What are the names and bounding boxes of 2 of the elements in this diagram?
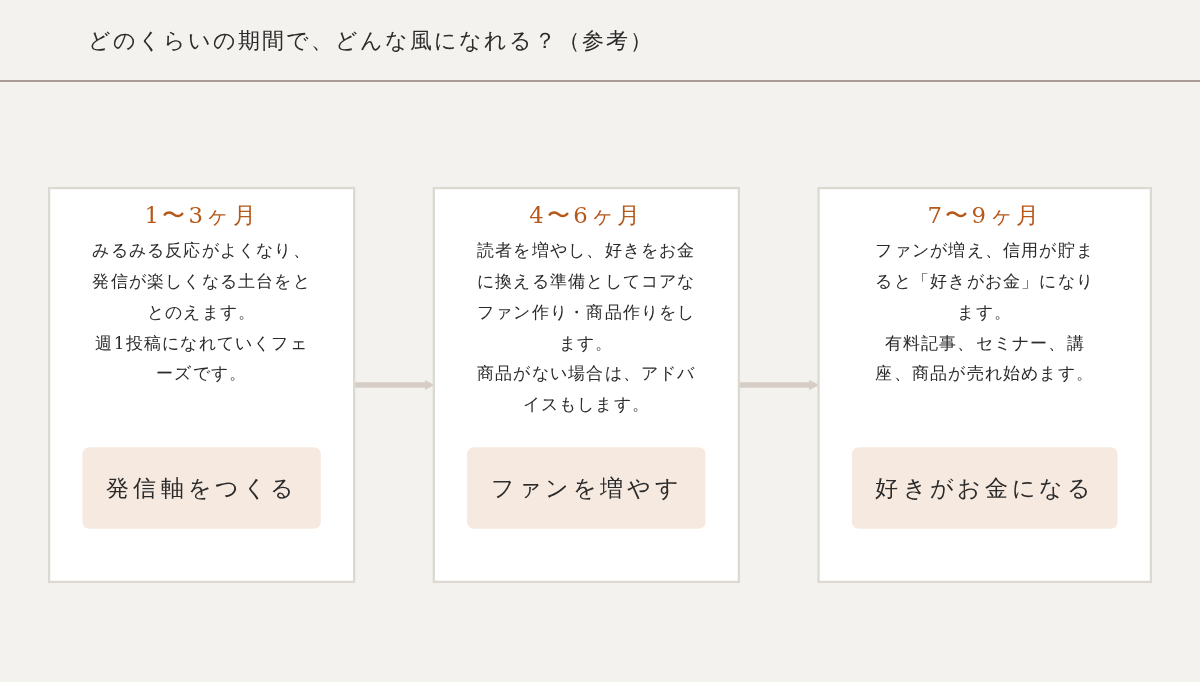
- arrow: [738, 380, 819, 390]
- title: どのくらいの期間で、どんな風になれる？（参考）: [88, 27, 654, 55]
